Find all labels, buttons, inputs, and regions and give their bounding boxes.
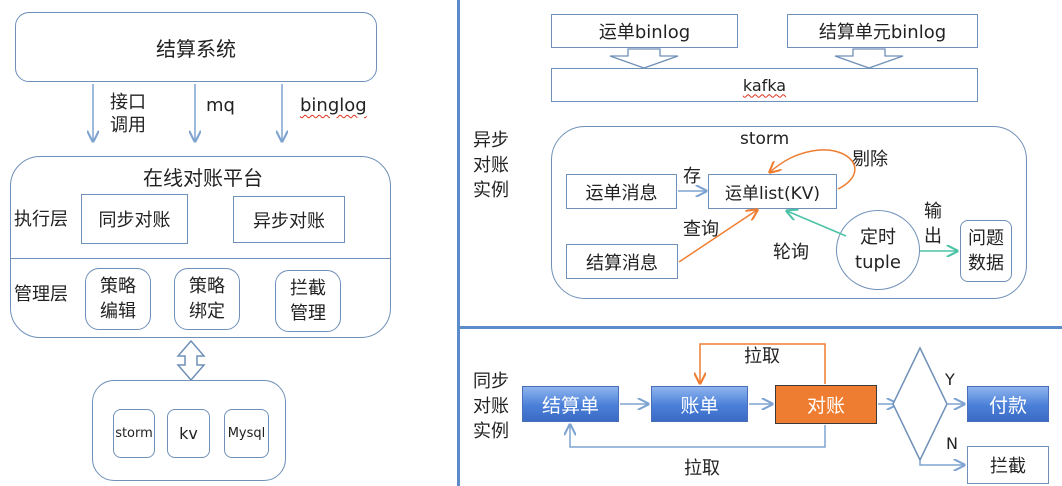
timer-tuple-circle: 定时 tuple xyxy=(836,210,920,290)
strategy-edit-label: 策略 编辑 xyxy=(100,275,136,322)
waybill-msg-label: 运单消息 xyxy=(585,182,658,204)
sync-example-label: 同步 对账 实例 xyxy=(473,371,509,443)
store-label: 存 xyxy=(683,166,701,187)
intercept-mgmt-label: 拦截 管理 xyxy=(290,277,326,324)
kv-box: kv xyxy=(167,409,210,458)
strategy-bind-box: 策略 绑定 xyxy=(174,268,240,330)
waybill-list-label: 运单list(KV) xyxy=(724,184,820,204)
storm-title: storm xyxy=(740,129,790,149)
pull-bottom-connector xyxy=(570,425,826,448)
block-arrow-settle-unit xyxy=(834,48,904,69)
vertical-divider xyxy=(457,0,460,486)
waybill-binlog-label: 运单binlog xyxy=(598,22,691,43)
exec-layer-label: 执行层 xyxy=(14,209,68,230)
async-recon-label: 异步对账 xyxy=(253,210,325,232)
storm-box: storm xyxy=(113,409,155,458)
query-label: 查询 xyxy=(683,219,719,240)
settle-msg-box: 结算消息 xyxy=(566,244,678,279)
mysql-box: Mysql xyxy=(224,409,269,458)
platform-title: 在线对账平台 xyxy=(143,166,263,190)
horizontal-divider xyxy=(457,326,1062,329)
no-label: N xyxy=(946,434,958,453)
bill-box: 账单 xyxy=(651,386,748,422)
mysql-label: Mysql xyxy=(227,426,266,441)
sync-recon-label: 同步对账 xyxy=(98,210,171,231)
kafka-label: kafka xyxy=(742,75,787,95)
problem-data-box: 问题 数据 xyxy=(960,220,1012,282)
async-example-label: 异步 对账 实例 xyxy=(473,130,509,202)
intercept-mgmt-box: 拦截 管理 xyxy=(275,270,341,332)
bill-label: 账单 xyxy=(680,394,719,417)
settle-unit-binlog-label: 结算单元binlog xyxy=(818,22,947,43)
block-arrow-waybill xyxy=(609,48,679,69)
arrow-query xyxy=(678,210,757,263)
interface-call-label: 接口 调用 xyxy=(110,92,146,136)
sync-recon-box: 同步对账 xyxy=(81,194,188,244)
double-arrow-platform-storage xyxy=(176,339,206,382)
settlement-label: 结算单 xyxy=(541,394,599,417)
arrow-no xyxy=(919,460,964,465)
waybill-binlog-box: 运单binlog xyxy=(551,14,738,48)
layer-divider xyxy=(11,258,390,259)
pull-top-label: 拉取 xyxy=(744,346,780,367)
remove-label: 剔除 xyxy=(852,149,888,170)
poll-label: 轮询 xyxy=(773,242,809,263)
arrow-remove xyxy=(770,149,856,190)
binglog-label: binglog xyxy=(300,95,367,116)
problem-data-label: 问题 数据 xyxy=(968,227,1004,274)
kv-label: kv xyxy=(179,424,198,443)
reconcile-box: 对账 xyxy=(775,385,877,424)
settlement-system-label: 结算系统 xyxy=(156,36,236,61)
pass-decision-diamond xyxy=(892,346,948,462)
mq-label: mq xyxy=(206,95,235,116)
yes-label: Y xyxy=(945,370,955,389)
mgmt-layer-label: 管理层 xyxy=(14,284,68,305)
settle-unit-binlog-box: 结算单元binlog xyxy=(787,14,978,48)
output-label: 输 出 xyxy=(924,201,942,248)
waybill-list-box: 运单list(KV) xyxy=(708,174,837,209)
settlement-system-box: 结算系统 xyxy=(15,12,377,82)
kafka-box: kafka xyxy=(551,68,978,102)
timer-tuple-label: 定时 tuple xyxy=(855,226,901,273)
async-recon-box: 异步对账 xyxy=(233,196,345,243)
pay-label: 付款 xyxy=(988,394,1027,417)
settle-msg-label: 结算消息 xyxy=(586,252,658,274)
settlement-box: 结算单 xyxy=(522,386,619,422)
strategy-bind-label: 策略 绑定 xyxy=(189,275,225,322)
pull-top-connector xyxy=(700,343,826,384)
pull-bottom-label: 拉取 xyxy=(684,458,720,479)
arrow-poll xyxy=(787,211,847,237)
storm-label: storm xyxy=(115,426,153,441)
intercept-box: 拦截 xyxy=(967,446,1049,484)
strategy-edit-box: 策略 编辑 xyxy=(85,268,151,330)
pay-box: 付款 xyxy=(967,386,1049,422)
intercept-label: 拦截 xyxy=(990,456,1026,477)
waybill-msg-box: 运单消息 xyxy=(566,174,677,209)
reconcile-label: 对账 xyxy=(806,395,845,417)
